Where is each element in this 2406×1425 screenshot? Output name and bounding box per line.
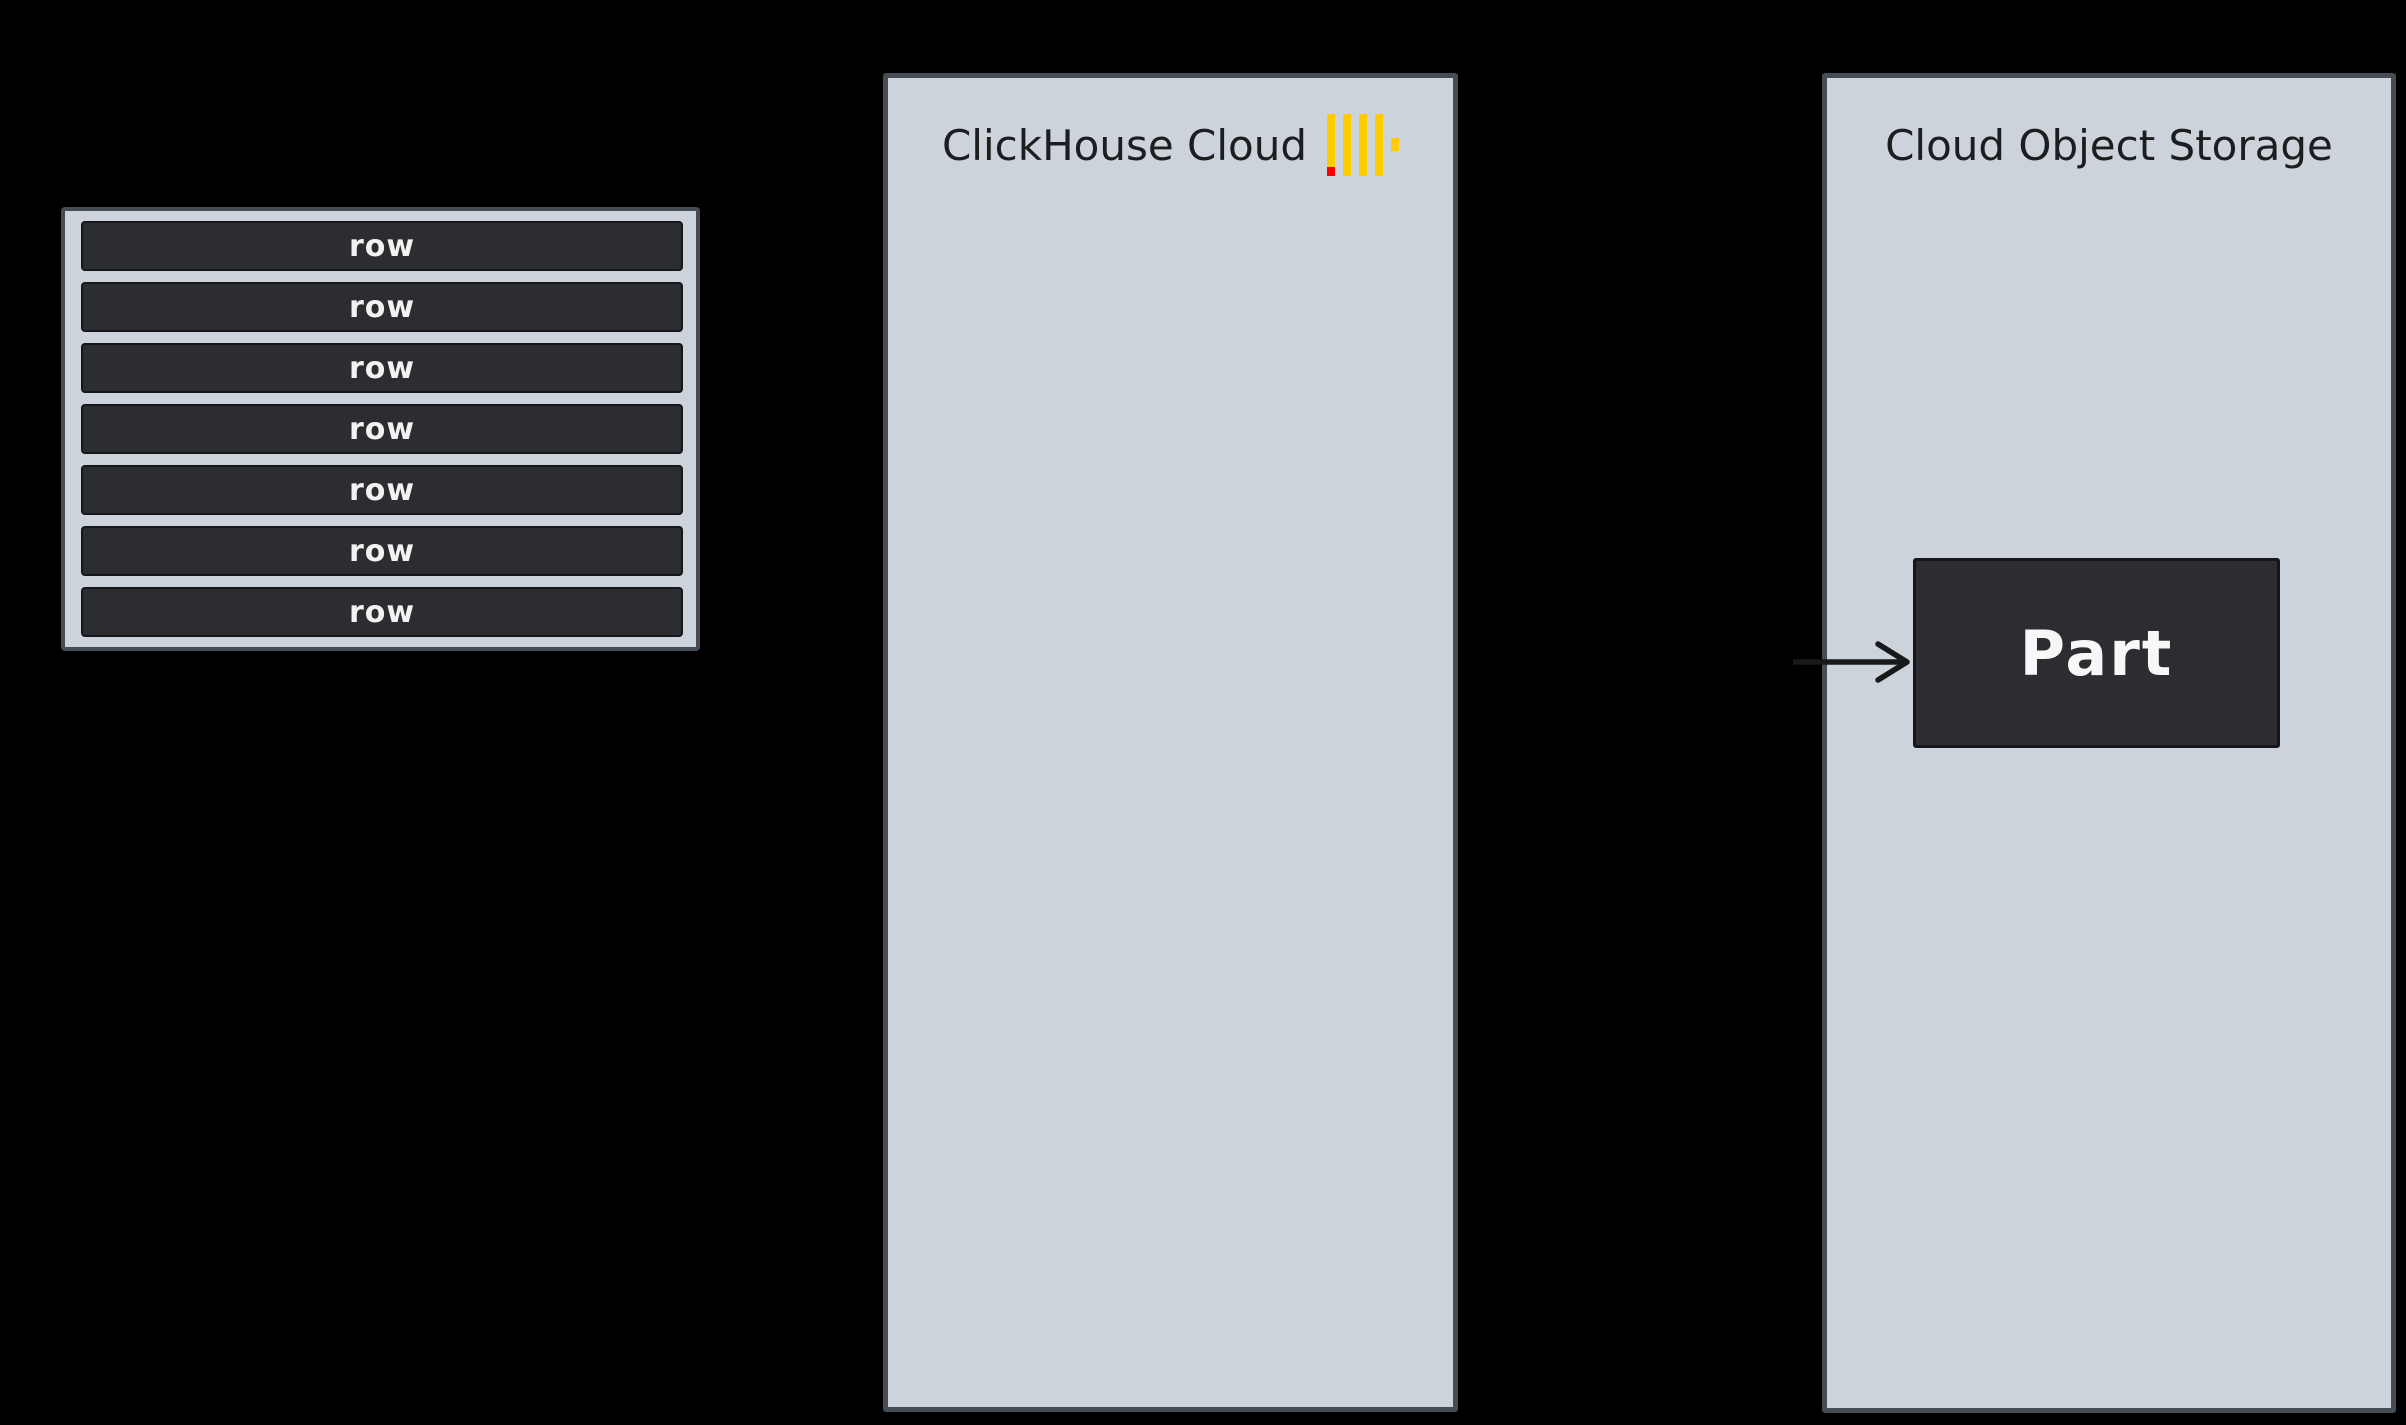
part-box: Part (1913, 558, 2280, 748)
row-label: row (348, 411, 416, 447)
cloud-object-storage-panel: Cloud Object Storage Part (1822, 73, 2396, 1413)
row-label: row (348, 350, 416, 386)
row-stack-panel: row row row row row row row (61, 207, 700, 651)
row-label: row (348, 228, 416, 264)
row-label: row (348, 533, 416, 569)
table-row: row (81, 526, 683, 576)
row-label: row (348, 289, 416, 325)
table-row: row (81, 343, 683, 393)
table-row: row (81, 221, 683, 271)
row-label: row (348, 472, 416, 508)
logo-bar-5 (1391, 138, 1400, 151)
clickhouse-logo-icon (1327, 114, 1400, 176)
clickhouse-panel-header: ClickHouse Cloud (888, 110, 1453, 180)
table-row: row (81, 587, 683, 637)
storage-panel-title: Cloud Object Storage (1885, 120, 2333, 170)
logo-bar-4 (1375, 114, 1384, 176)
clickhouse-cloud-panel: ClickHouse Cloud (883, 73, 1458, 1412)
table-row: row (81, 465, 683, 515)
storage-panel-header: Cloud Object Storage (1827, 110, 2391, 180)
table-row: row (81, 282, 683, 332)
logo-bar-1 (1327, 114, 1336, 176)
part-label: Part (2019, 616, 2174, 690)
logo-bar-3 (1359, 114, 1368, 176)
arrow-right-icon (1793, 641, 1910, 683)
table-row: row (81, 404, 683, 454)
row-label: row (348, 594, 416, 630)
logo-bar-2 (1343, 114, 1352, 176)
clickhouse-panel-title: ClickHouse Cloud (941, 120, 1308, 170)
